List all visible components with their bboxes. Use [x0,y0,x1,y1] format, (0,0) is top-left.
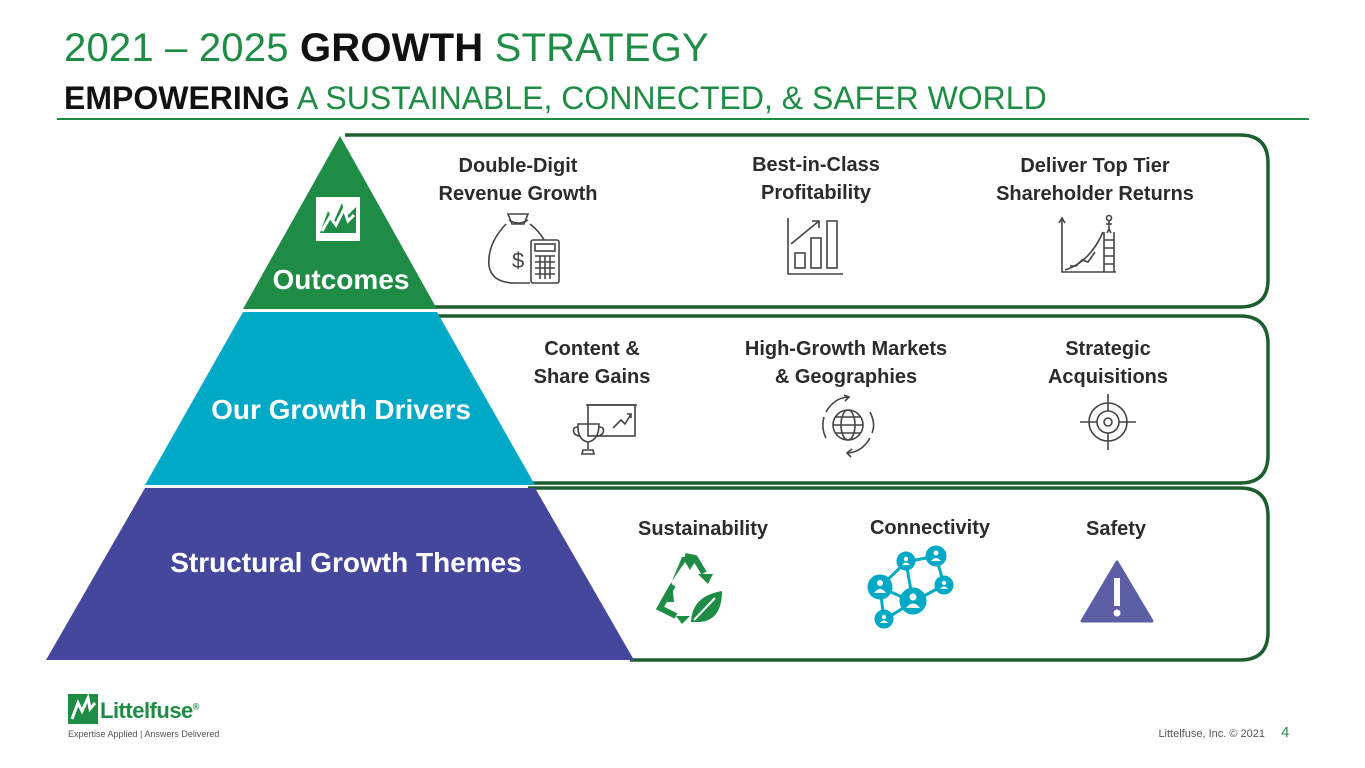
themes-tier [46,488,634,660]
page-subtitle: EMPOWERING A SUSTAINABLE, CONNECTED, & S… [64,80,1047,116]
tier-label-structural-themes: Structural Growth Themes [170,547,522,578]
drivers-panel [430,314,1270,485]
theme-safety: Safety [1085,518,1147,540]
littelfuse-logo-icon [68,694,98,724]
page-number: 4 [1281,724,1290,741]
page-title: 2021 – 2025 GROWTH STRATEGY [64,26,709,70]
theme-sustainability: Sustainability [637,518,769,540]
growth-curve-ladder-icon [1058,214,1116,273]
network-people-icon [867,545,954,629]
money-bag-calculator-icon: $ [488,213,560,284]
recycle-leaf-icon [655,553,722,624]
tier-label-outcomes: Outcomes [272,264,410,295]
driver-content-share-gains: Content &Share Gains [533,338,651,388]
driver-high-growth-markets: High-Growth Markets& Geographies [744,338,948,388]
tier-label-growth-drivers: Our Growth Drivers [211,394,471,425]
globe-cycle-icon [822,394,875,458]
warning-triangle-icon [1080,560,1154,623]
bar-chart-up-icon [787,218,843,275]
title-divider [57,118,1309,120]
drivers-tier [145,312,535,485]
themes-panel [528,486,1270,662]
littelfuse-mark-icon [316,197,360,241]
svg-text:$: $ [512,248,524,273]
brand-name: Littelfuse® [100,698,199,723]
copyright: Littelfuse, Inc. © 2021 [1158,728,1265,740]
trophy-presentation-icon [572,404,637,455]
outcomes-panel [345,133,1270,309]
brand-tagline: Expertise Applied | Answers Delivered [68,729,220,739]
target-crosshair-icon [1080,394,1136,450]
theme-connectivity: Connectivity [869,517,991,539]
